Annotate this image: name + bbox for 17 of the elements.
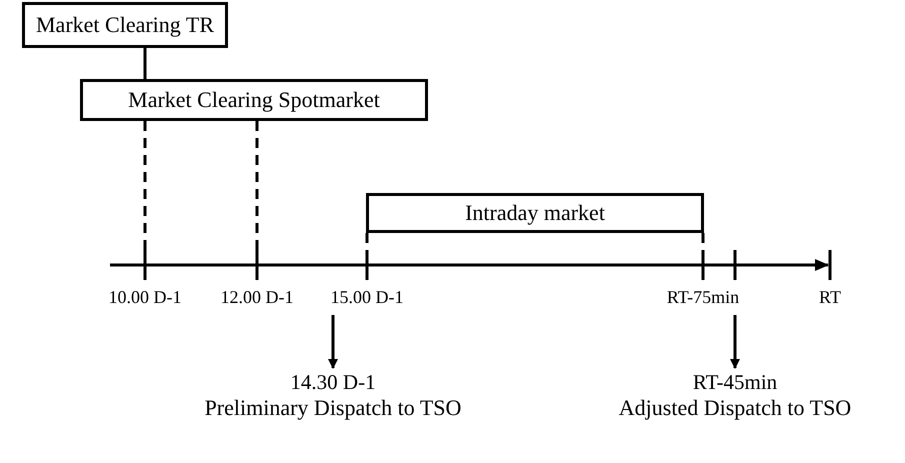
time-label: 14.30 D-1: [289, 370, 377, 395]
dispatch-label: Preliminary Dispatch to TSO: [204, 395, 462, 421]
arrow: [328, 315, 338, 369]
dashed-line: [256, 121, 258, 265]
market-box: Market Clearing TR: [22, 2, 228, 48]
tick-label: RT: [819, 287, 841, 308]
time-label: RT-45min: [692, 370, 778, 395]
connector-line: [144, 48, 146, 79]
market-box: Market Clearing Spotmarket: [80, 79, 428, 121]
tick-label: 15.00 D-1: [330, 287, 404, 308]
dispatch-label: Adjusted Dispatch to TSO: [618, 395, 852, 421]
dashed-line: [144, 121, 146, 265]
market-box: Intraday market: [366, 193, 704, 233]
arrow: [730, 315, 740, 369]
tick-label: RT-75min: [666, 287, 740, 308]
tick-label: 12.00 D-1: [220, 287, 294, 308]
tick-label: 10.00 D-1: [108, 287, 182, 308]
